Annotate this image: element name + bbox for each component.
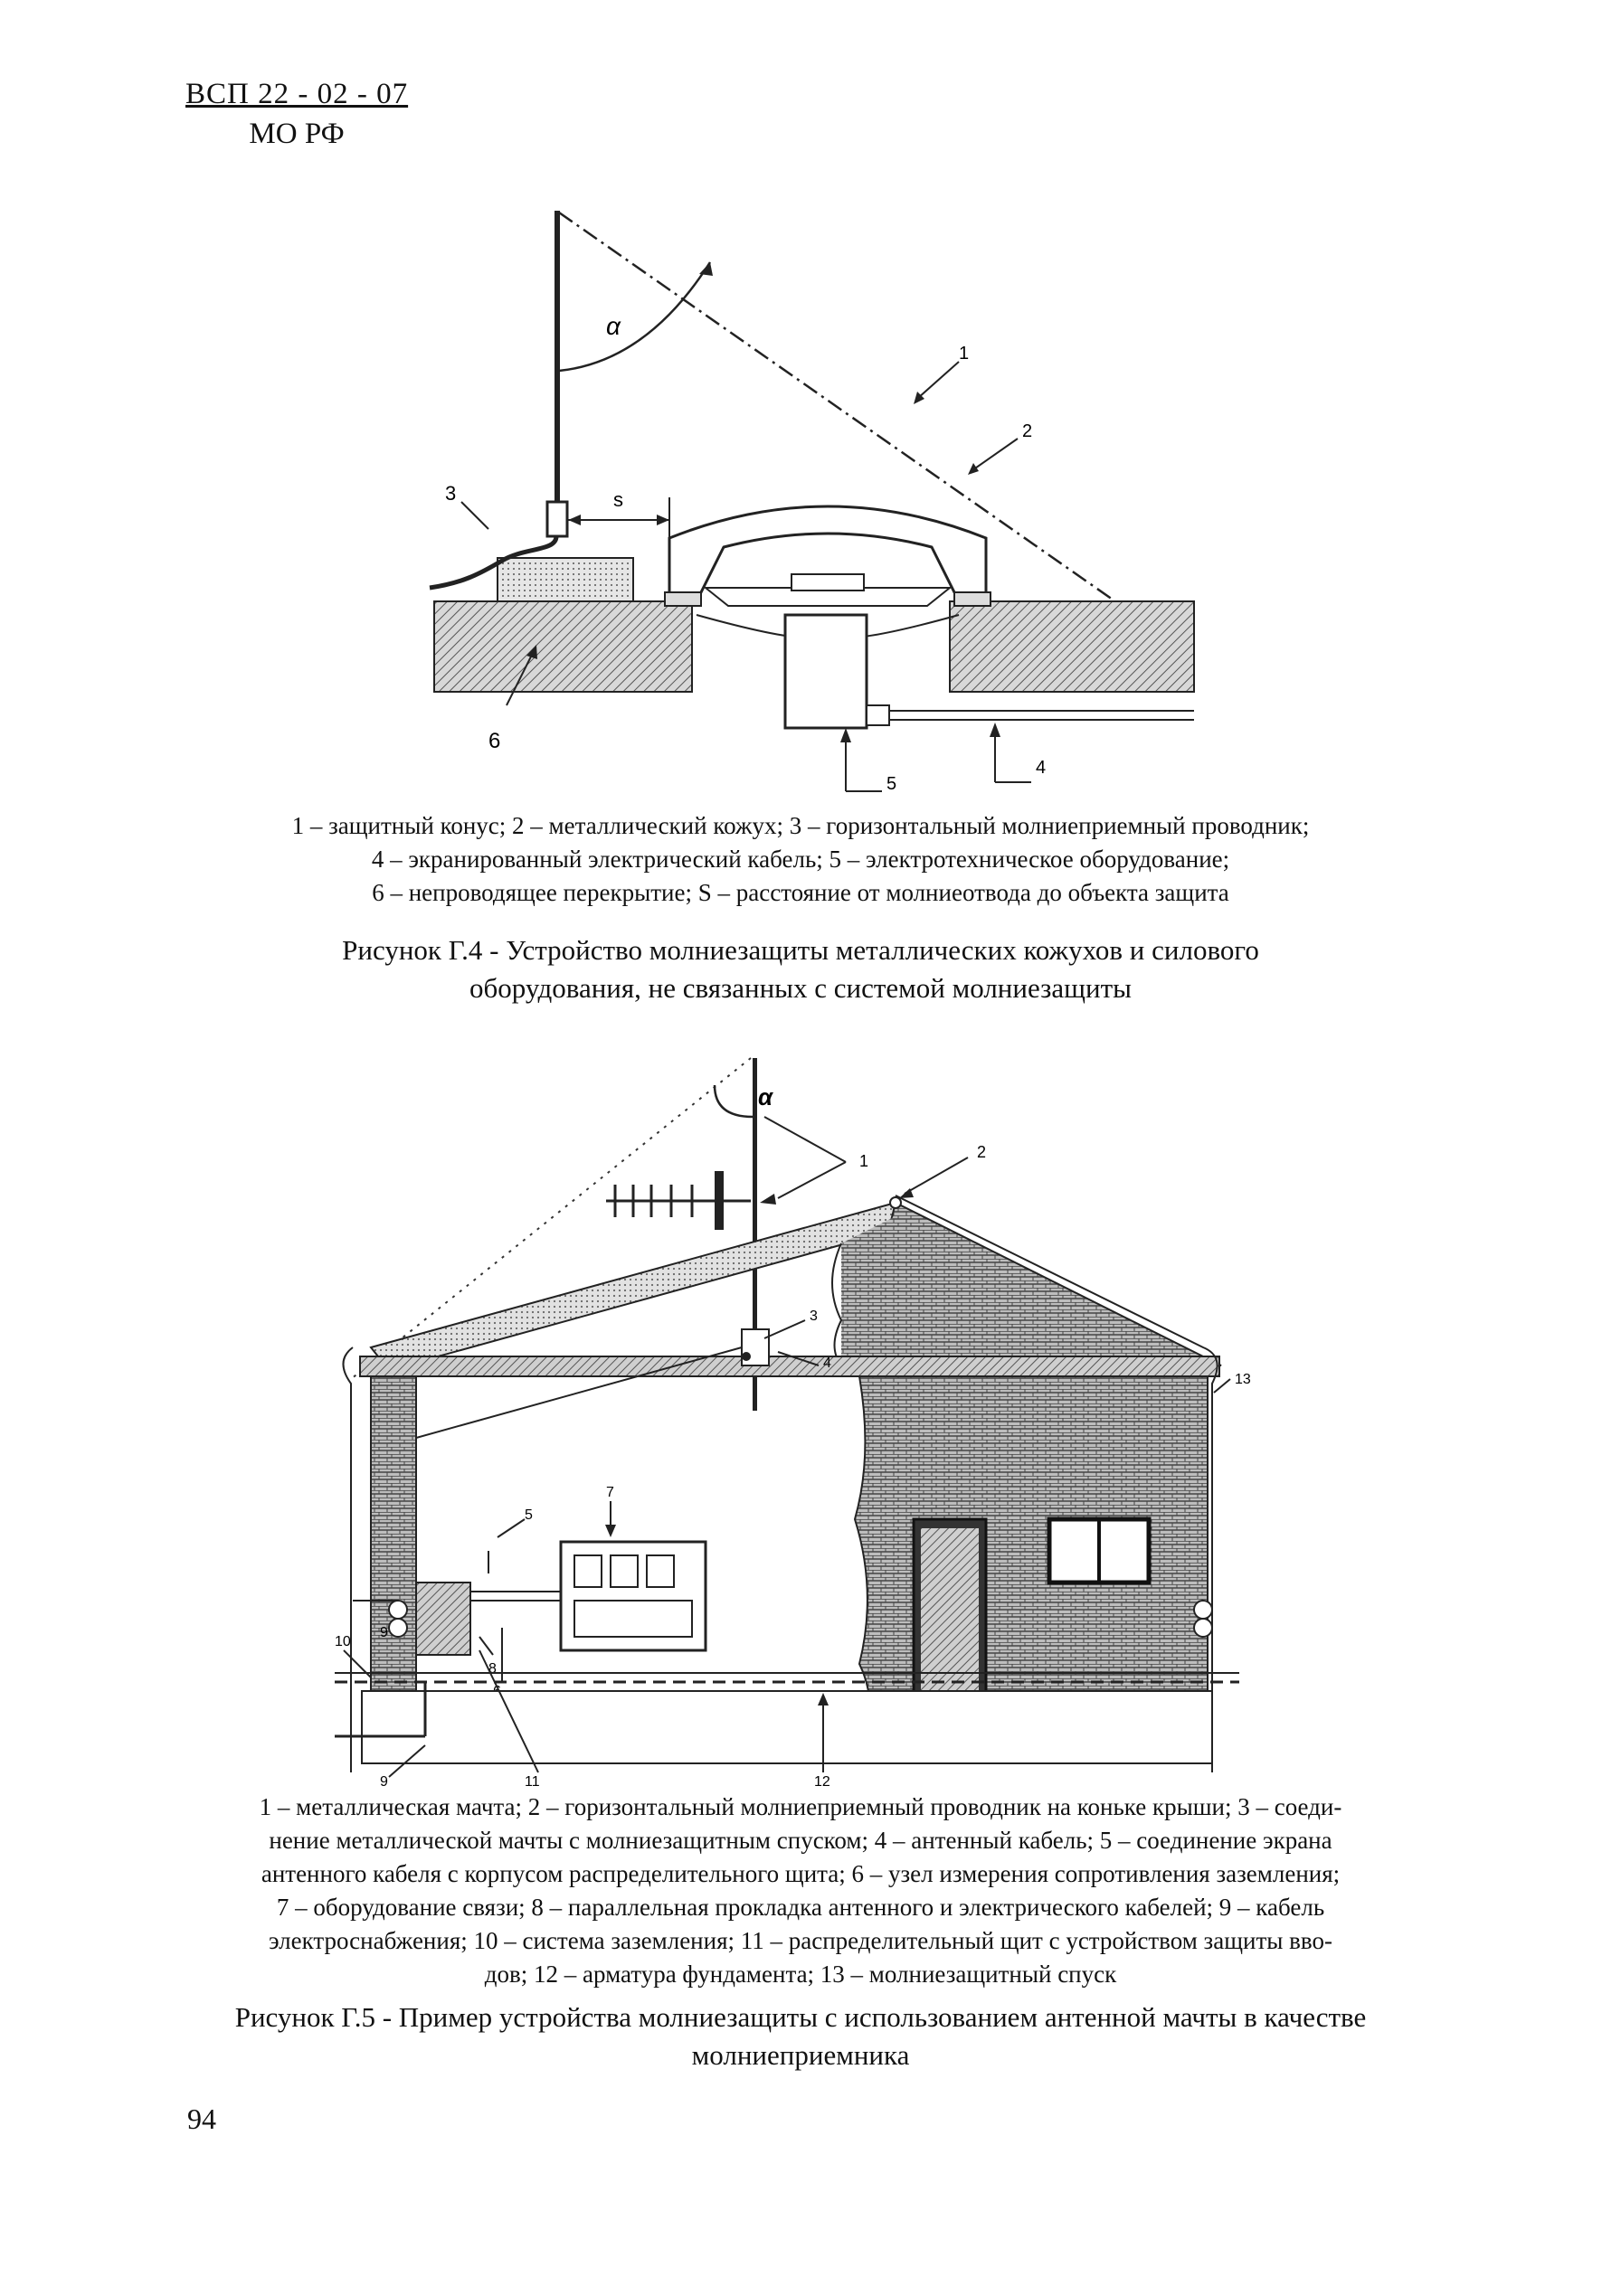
figure-g4-caption: Рисунок Г.4 - Устройство молниезащиты ме… xyxy=(163,931,1438,1007)
document-header: ВСП 22 - 02 - 07 МО РФ xyxy=(185,74,408,154)
figure-g5-legend: 1 – металлическая мачта; 2 – горизонталь… xyxy=(163,1791,1438,1991)
caption-line: Рисунок Г.4 - Устройство молниезащиты ме… xyxy=(342,934,1259,966)
callout-7: 7 xyxy=(606,1485,614,1500)
legend-line: 4 – экранированный электрический кабель;… xyxy=(371,846,1230,873)
caption-line: молниеприемника xyxy=(691,2039,910,2071)
callout-4: 4 xyxy=(1036,758,1046,778)
roof-slab-left xyxy=(433,600,693,693)
callout-1: 1 xyxy=(959,344,969,364)
legend-line: дов; 12 – арматура фундамента; 13 – молн… xyxy=(484,1961,1117,1988)
callout-3: 3 xyxy=(810,1309,818,1324)
callout-9-upper: 9 xyxy=(380,1625,388,1640)
roof-slab-right xyxy=(949,600,1195,693)
callout-6: 6 xyxy=(488,729,500,753)
figure-g5-diagram: α 1 2 13 3 4 xyxy=(335,1057,1251,1790)
legend-line: нение металлической мачты с молниезащитн… xyxy=(269,1827,1332,1854)
callout-8: 8 xyxy=(488,1661,497,1677)
callout-1: 1 xyxy=(859,1152,868,1170)
figure-g5-caption: Рисунок Г.5 - Пример устройства молниеза… xyxy=(163,1998,1438,2074)
lightning-mast xyxy=(555,211,560,523)
callout-5: 5 xyxy=(886,774,896,794)
figure-g4-legend: 1 – защитный конус; 2 – металлический ко… xyxy=(163,809,1438,910)
caption-line: оборудования, не связанных с системой мо… xyxy=(469,972,1132,1004)
legend-line: 1 – металлическая мачта; 2 – горизонталь… xyxy=(259,1793,1342,1820)
callout-11: 11 xyxy=(525,1774,540,1790)
callout-2: 2 xyxy=(1022,421,1032,441)
legend-line: 6 – непроводящее перекрытие; S – расстоя… xyxy=(372,879,1229,906)
page-number: 94 xyxy=(187,2102,216,2135)
legend-line: электроснабжения; 10 – система заземлени… xyxy=(269,1927,1332,1954)
protection-cone-line xyxy=(558,211,1114,601)
electrical-equipment xyxy=(783,613,868,730)
foundation xyxy=(361,1690,1213,1764)
alpha-arc xyxy=(558,261,712,373)
legend-line: 7 – оборудование связи; 8 – параллельная… xyxy=(276,1894,1325,1921)
roof-left-slope xyxy=(369,1201,896,1372)
document-organization: МО РФ xyxy=(249,118,345,150)
alpha-label: α xyxy=(758,1083,774,1110)
protection-zone-line xyxy=(350,1057,752,1380)
legend-line: антенного кабеля с корпусом распределите… xyxy=(261,1860,1341,1887)
callout-2: 2 xyxy=(977,1143,986,1161)
document-code: ВСП 22 - 02 - 07 xyxy=(185,78,409,110)
callout-4: 4 xyxy=(823,1356,831,1371)
tv-antenna xyxy=(606,1171,751,1230)
callout-12: 12 xyxy=(814,1774,830,1790)
alpha-label: α xyxy=(606,312,621,340)
callout-10: 10 xyxy=(335,1634,351,1649)
callout-9: 9 xyxy=(380,1774,388,1790)
caption-line: Рисунок Г.5 - Пример устройства молниеза… xyxy=(234,2001,1367,2033)
antenna-mast xyxy=(753,1058,757,1411)
legend-line: 1 – защитный конус; 2 – металлический ко… xyxy=(291,812,1310,839)
distribution-board xyxy=(415,1582,471,1656)
figure-g4-diagram: α s 1 2 3 4 5 6 xyxy=(429,211,1195,794)
callout-5: 5 xyxy=(525,1507,533,1523)
mast-base-block xyxy=(497,557,634,609)
callout-13: 13 xyxy=(1235,1372,1251,1387)
down-conductor xyxy=(342,1346,354,1772)
callout-3: 3 xyxy=(445,482,456,505)
s-dimension-label: s xyxy=(613,488,623,511)
